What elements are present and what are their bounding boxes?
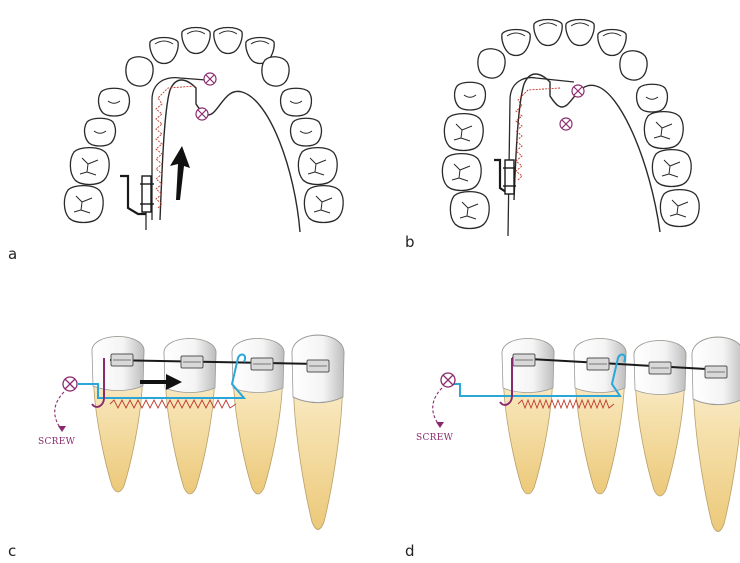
panel-label: a: [8, 245, 17, 263]
screw-marker: [441, 373, 455, 387]
tooth: [450, 192, 489, 229]
screw-pointer: [433, 388, 442, 426]
tooth: [64, 186, 103, 223]
panel-label: c: [8, 542, 16, 560]
tooth: [442, 154, 481, 191]
tooth: [281, 88, 312, 116]
tooth: [478, 49, 505, 78]
tooth: [660, 190, 699, 227]
tooth: [291, 118, 322, 146]
screw-label: SCREW: [38, 437, 76, 447]
bracket: [307, 360, 329, 372]
tooth: [502, 30, 530, 56]
tooth: [99, 88, 130, 116]
tooth: [598, 30, 626, 56]
tooth: [85, 118, 116, 146]
pointer-head: [436, 422, 444, 428]
panel-label: d: [405, 542, 415, 560]
tooth: [126, 57, 153, 86]
tooth: [444, 114, 483, 151]
panel-label: b: [405, 233, 415, 251]
screw-marker: [196, 108, 208, 120]
tooth: [534, 20, 562, 46]
tooth: [455, 82, 486, 110]
panel-c-lateral-view: SCREW c: [8, 335, 344, 560]
screw-marker: [560, 118, 572, 130]
upper-arch-teeth: [64, 28, 343, 223]
bracket: [111, 354, 133, 366]
appliance-arm: [508, 78, 574, 236]
bracket: [181, 356, 203, 368]
screw-label: SCREW: [416, 433, 454, 443]
tooth: [620, 51, 647, 80]
panel-d-lateral-view: SCREW d: [405, 337, 740, 560]
tooth: [637, 84, 668, 112]
lateral-teeth: [502, 337, 740, 531]
tooth: [566, 20, 594, 46]
pointer-head: [58, 426, 66, 432]
bracket: [705, 366, 727, 378]
tooth: [70, 148, 109, 185]
spring: [156, 86, 196, 208]
bracket: [513, 354, 535, 366]
tooth: [214, 28, 242, 54]
tooth: [262, 57, 289, 86]
tooth: [182, 28, 210, 54]
tooth: [150, 38, 178, 64]
screw-pointer: [55, 392, 64, 430]
screw-marker: [572, 85, 584, 97]
tooth: [644, 112, 683, 149]
tooth: [652, 150, 691, 187]
direction-arrow: [170, 146, 190, 200]
bracket: [649, 362, 671, 374]
bracket: [251, 358, 273, 370]
tooth: [304, 186, 343, 223]
molar-anchor: [494, 160, 516, 194]
screw-marker: [204, 73, 216, 85]
tooth: [298, 148, 337, 185]
screw-marker: [63, 377, 77, 391]
bracket: [587, 358, 609, 370]
molar-anchor: [120, 176, 154, 230]
panel-a-occlusal-view: a: [8, 28, 343, 264]
panel-b-occlusal-view: b: [405, 20, 699, 252]
